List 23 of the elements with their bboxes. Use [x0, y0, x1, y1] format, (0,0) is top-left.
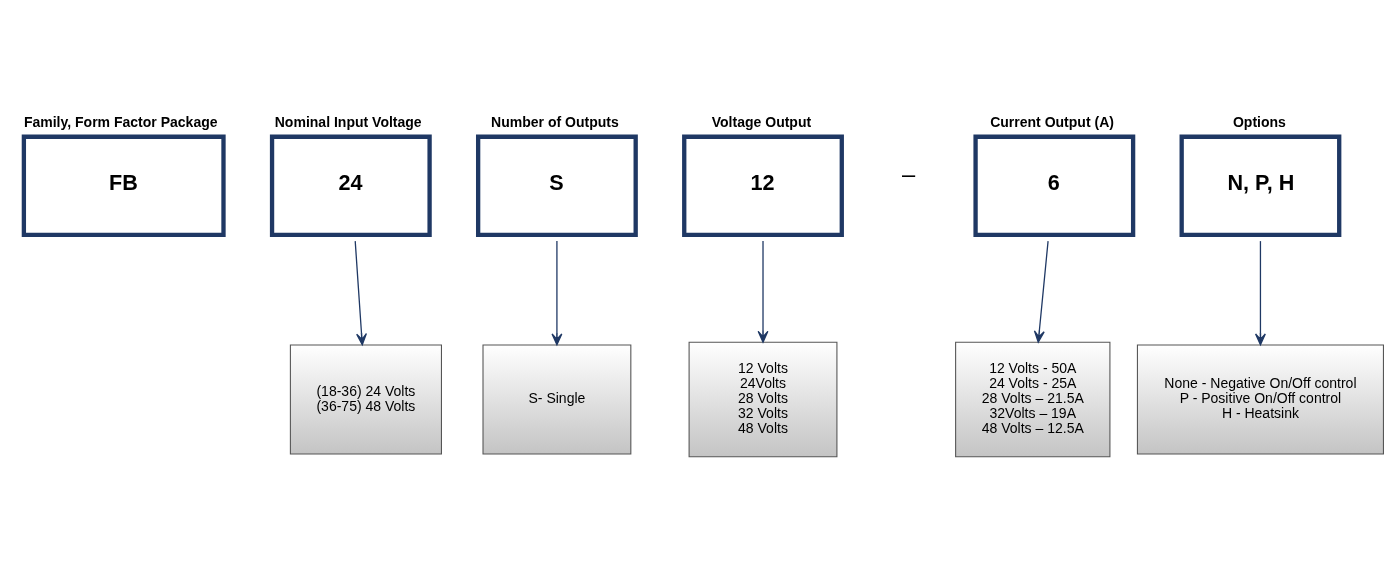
node-box: 12	[682, 134, 844, 238]
node-box: (18-36) 24 Volts (36-75) 48 Volts	[289, 344, 442, 455]
node-box: 24	[269, 134, 432, 238]
arrow	[757, 240, 769, 343]
node-label: Number of Outputs	[491, 114, 619, 131]
arrow	[1033, 240, 1049, 343]
node-label: Current Output (A)	[990, 114, 1114, 131]
label: –	[902, 160, 916, 187]
node-box: 12 Volts 24Volts 28 Volts 32 Volts 48 Volts	[688, 341, 838, 458]
arrow	[354, 240, 368, 346]
node-label: Options	[1232, 114, 1286, 131]
node-label: Family, Form Factor Package	[23, 114, 218, 131]
node-box: 12 Volts - 50A 24 Volts - 25A 28 Volts – 21.5A 32Volts – 19A 48 Volts – 12.5A	[955, 341, 1111, 458]
node-box: None - Negative On/Off control P - Positive On/Off control H - Heatsink	[1136, 344, 1384, 455]
node-label: Nominal Input Voltage	[274, 114, 422, 131]
node-box: S	[476, 134, 638, 238]
node-box: FB	[21, 134, 226, 238]
node-box: N, P, H	[1179, 134, 1342, 238]
arrow	[551, 240, 563, 346]
node-box: 6	[973, 134, 1136, 238]
node-label: Voltage Output	[711, 114, 812, 131]
arrow	[1254, 240, 1266, 346]
node-box: S- Single	[482, 344, 632, 455]
